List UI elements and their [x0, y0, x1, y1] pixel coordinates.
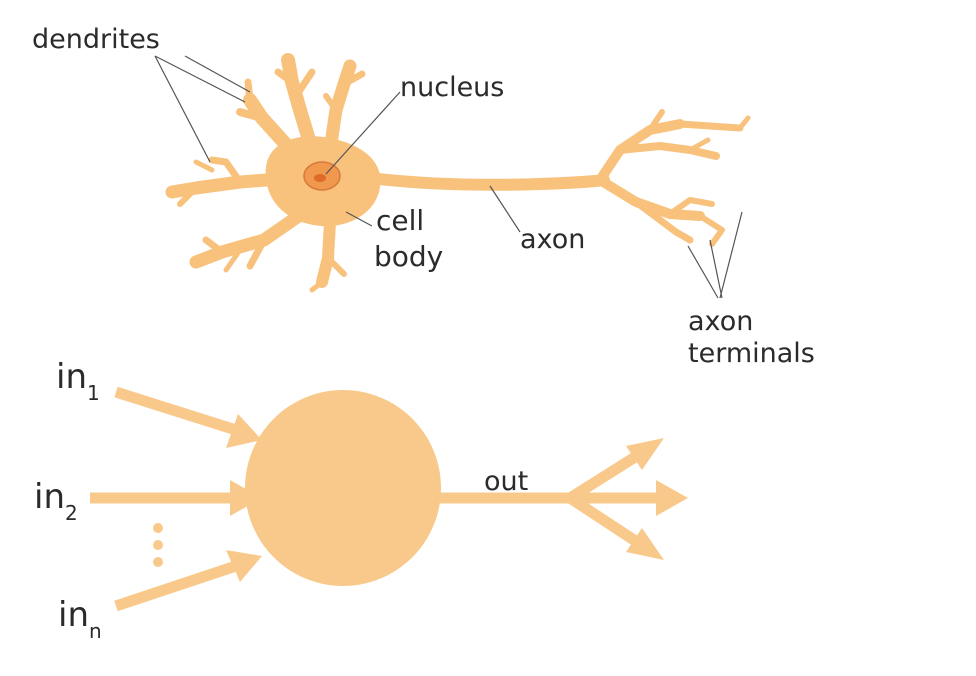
- label-dendrites: dendrites: [32, 24, 160, 55]
- label-cell-body-line1: cell: [376, 204, 424, 237]
- nucleolus-shape: [314, 174, 326, 182]
- label-axon-terminals-line1: axon: [688, 306, 753, 337]
- label-axon-terminals-line2: terminals: [688, 338, 815, 369]
- ellipsis-dots: [153, 523, 163, 567]
- input-2-prefix: in: [34, 477, 65, 517]
- output-arrows: [440, 438, 688, 560]
- dendrite-branches: [165, 53, 366, 293]
- biological-neuron: dendrites nucleus cell body axon axon te…: [32, 24, 815, 369]
- label-axon: axon: [520, 224, 585, 255]
- label-cell-body-line2: body: [374, 240, 443, 273]
- label-nucleus: nucleus: [400, 72, 504, 103]
- input-arrow-n: [114, 550, 262, 612]
- label-input-1: in1: [56, 357, 100, 405]
- input-2-subscript: 2: [65, 501, 78, 525]
- axon-shape: [364, 172, 610, 191]
- input-arrow-2: [90, 480, 262, 516]
- input-1-subscript: 1: [87, 381, 100, 405]
- label-input-n: inn: [58, 595, 102, 643]
- label-input-2: in2: [34, 477, 78, 525]
- input-n-prefix: in: [58, 595, 89, 635]
- input-1-prefix: in: [56, 357, 87, 397]
- artificial-neuron: in1 in2 inn out: [34, 357, 688, 643]
- label-output: out: [484, 466, 528, 497]
- neuron-node: [245, 390, 441, 586]
- leader-lines: [154, 55, 743, 299]
- axon-terminal-branches: [595, 109, 751, 247]
- input-n-subscript: n: [89, 619, 102, 643]
- input-arrow-1: [114, 386, 262, 448]
